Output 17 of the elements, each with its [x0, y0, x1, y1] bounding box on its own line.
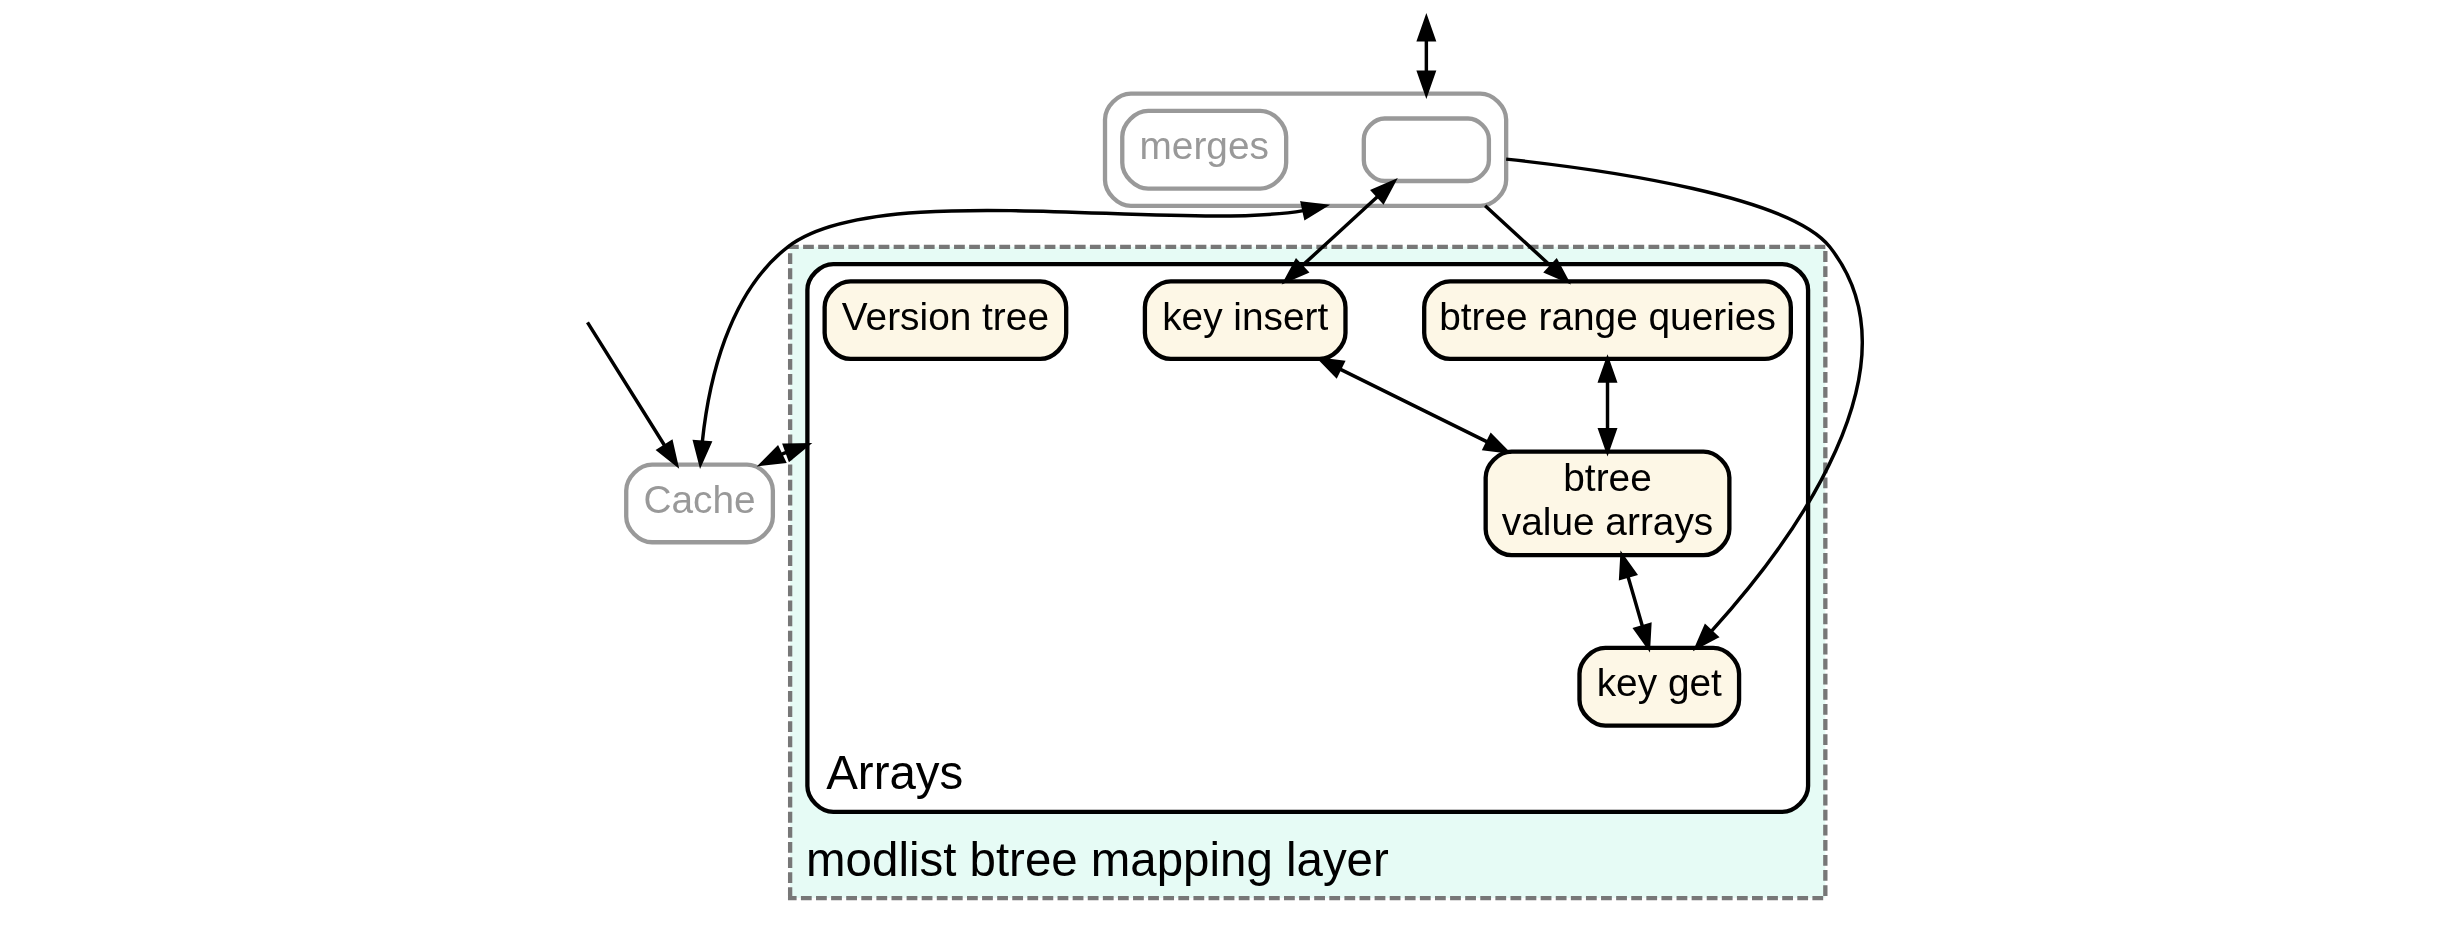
node-box: merges [1119, 108, 1288, 191]
arrow [1415, 13, 1436, 99]
arrow [1597, 354, 1617, 457]
node-box: Version tree [822, 279, 1068, 362]
node-box: btree value arrays [1483, 449, 1732, 558]
arrow [1618, 550, 1652, 653]
node-box: key get [1576, 645, 1741, 728]
node-box: key insert [1142, 279, 1348, 362]
arrow [756, 443, 812, 467]
arrow [1505, 157, 1863, 652]
arrow [692, 201, 1330, 469]
node-box: Cache [623, 462, 775, 545]
node-box: btree range queries [1421, 279, 1793, 362]
arrow [1281, 178, 1398, 285]
arrow [585, 321, 679, 469]
arrow [1483, 204, 1571, 285]
node-box [1361, 116, 1491, 184]
